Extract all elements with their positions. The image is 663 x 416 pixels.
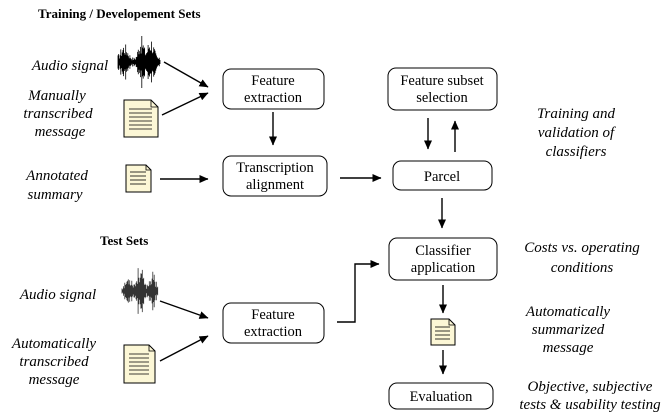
feature-extraction-train-box [222, 68, 325, 110]
document-icon [125, 164, 152, 193]
feature-extraction-train-text-1: Feature [251, 73, 294, 89]
note-training-1: Training and [537, 106, 615, 122]
classifier-application-box [388, 237, 498, 281]
arrow [163, 61, 209, 88]
feature-subset-selection-box [387, 67, 498, 111]
feature-subset-selection-text-2: selection [416, 90, 468, 106]
document-icon [123, 344, 156, 384]
feature-extraction-test-text-2: extraction [244, 324, 303, 340]
arrow [161, 92, 209, 116]
note-costs-1: Costs vs. operating [524, 240, 640, 256]
annotated-summary-label-2: summary [28, 187, 83, 203]
transcription-alignment-text-2: alignment [246, 177, 304, 193]
manual-transcript-label-3: message [35, 124, 86, 140]
manual-transcript-label-2: transcribed [23, 106, 93, 122]
train-audio-label: Audio signal [31, 58, 108, 74]
arrow [337, 260, 380, 323]
note-training-3: classifiers [546, 144, 607, 160]
transcription-alignment-text-1: Transcription [236, 160, 314, 176]
document-icon [123, 99, 159, 138]
transcription-alignment-box [222, 155, 328, 197]
document-icon [430, 318, 456, 346]
auto-transcript-label-2: transcribed [19, 354, 89, 370]
arrow [159, 300, 209, 319]
feature-extraction-test-text-1: Feature [251, 307, 294, 323]
note-evaluation-1: Objective, subjective [528, 379, 653, 395]
note-auto-summary-2: summarized [532, 322, 605, 338]
feature-subset-selection-text-1: Feature subset [400, 73, 483, 89]
training-sets-heading: Training / Developement Sets [38, 6, 201, 21]
waveform-icon [121, 268, 159, 314]
test-sets-heading: Test Sets [100, 233, 148, 248]
classifier-application-text-2: application [411, 260, 476, 276]
feature-extraction-train-text-2: extraction [244, 90, 303, 106]
annotated-summary-label-1: Annotated [25, 168, 88, 184]
auto-transcript-label-3: message [29, 372, 80, 388]
note-training-2: validation of [538, 125, 616, 141]
parcel-box [392, 160, 493, 191]
note-evaluation-2: tests & usability testing [519, 397, 661, 413]
waveform-icon [117, 36, 161, 88]
note-costs-2: conditions [551, 260, 614, 276]
parcel-text: Parcel [424, 169, 460, 185]
note-auto-summary-3: message [543, 340, 594, 356]
manual-transcript-label-1: Manually [27, 88, 86, 104]
evaluation-text: Evaluation [410, 389, 474, 405]
classifier-application-text-1: Classifier [415, 243, 471, 259]
note-auto-summary-1: Automatically [525, 304, 610, 320]
feature-extraction-test-box [222, 302, 325, 344]
evaluation-box [388, 382, 494, 410]
arrow [159, 335, 209, 362]
test-audio-label: Audio signal [19, 287, 96, 303]
auto-transcript-label-1: Automatically [11, 336, 96, 352]
